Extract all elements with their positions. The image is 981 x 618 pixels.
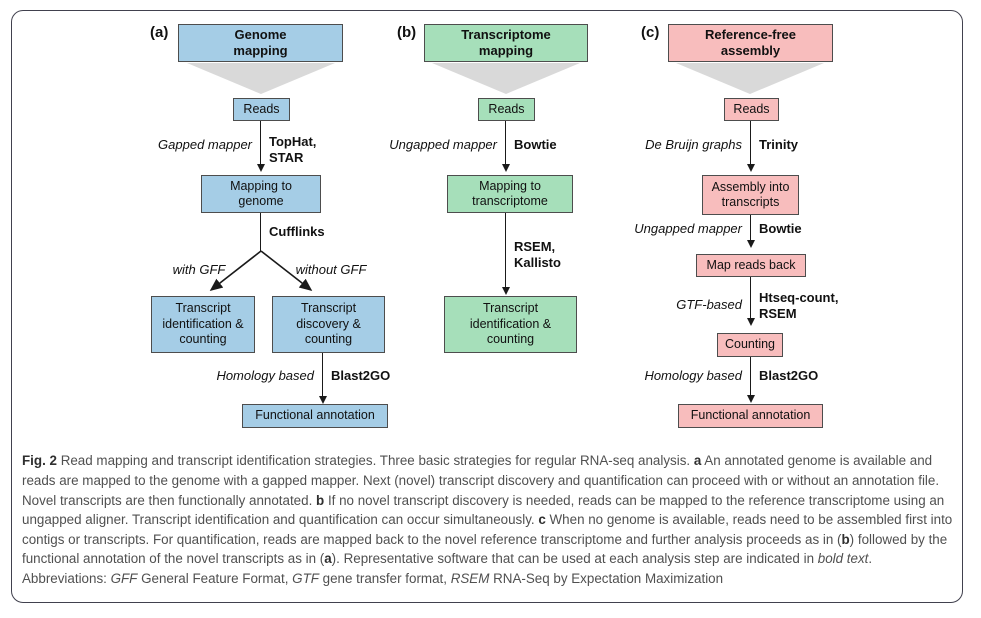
panel-c-mapper-tool: Bowtie xyxy=(759,221,802,236)
panel-a-quant-tool: Cufflinks xyxy=(269,224,325,239)
panel-c-map-back-box: Map reads back xyxy=(696,254,806,277)
caption-fig-label: Fig. 2 xyxy=(22,453,57,469)
panel-a-reads-box: Reads xyxy=(233,98,290,121)
caption-run: If no novel transcript discovery is need… xyxy=(22,492,945,528)
panel-a-functional-box: Functional annotation xyxy=(242,404,388,428)
down-arrow xyxy=(747,215,756,248)
caption-panel-ref: b xyxy=(316,492,325,508)
figure-caption: Fig. 2 Read mapping and transcript ident… xyxy=(22,451,958,588)
panel-a-branch-left-label: with GFF xyxy=(172,262,226,277)
panel-c-counting-tools: Htseq-count, RSEM xyxy=(759,290,839,321)
panel-b-quant-tools: RSEM, Kallisto xyxy=(514,239,561,270)
panel-c-reads-box: Reads xyxy=(724,98,779,121)
panel-b-mapping-box: Mapping to transcriptome xyxy=(447,175,573,213)
down-arrow xyxy=(747,357,756,403)
panel-c-graphs-tool: Trinity xyxy=(759,137,799,152)
panel-a-annotation-label: Homology based xyxy=(216,368,314,383)
panel-c-functional-box: Functional annotation xyxy=(678,404,823,428)
down-arrow xyxy=(257,121,266,172)
caption-run: When no genome is available, reads need … xyxy=(22,512,953,547)
panel-a-mapping-box: Mapping to genome xyxy=(201,175,321,213)
panel-a-mapper-tools: TopHat, STAR xyxy=(269,134,317,165)
caption-italic-run: bold text xyxy=(817,551,869,567)
panel-c-assembly-box: Assembly into transcripts xyxy=(702,175,799,215)
panel-b-reads-box: Reads xyxy=(478,98,535,121)
caption-run: . Abbreviations: xyxy=(22,551,873,586)
caption-abbrev: GFF xyxy=(110,570,138,586)
caption-run: ) followed by the functional annotation … xyxy=(22,531,948,567)
panel-b-header-box: Transcriptome mapping xyxy=(424,24,588,62)
caption-panel-ref: c xyxy=(538,512,546,528)
panel-b-label: (b) xyxy=(397,24,417,41)
panel-c-header-box: Reference-free assembly xyxy=(668,24,833,62)
panel-c-counting-label: GTF-based xyxy=(676,297,742,312)
caption-abbrev: RSEM xyxy=(450,570,490,586)
panel-b-mapper-tool: Bowtie xyxy=(514,137,557,152)
panel-b-mapper-label: Ungapped mapper xyxy=(389,137,497,152)
panel-a-discovery-box: Transcript discovery & counting xyxy=(272,296,385,353)
branch-arrows xyxy=(209,250,313,291)
panel-c-label: (c) xyxy=(641,24,660,41)
caption-run: ). Representative software that can be u… xyxy=(331,551,818,567)
down-arrow xyxy=(502,121,511,172)
panel-a-label: (a) xyxy=(150,24,169,41)
down-arrow xyxy=(747,121,756,172)
caption-panel-ref: b xyxy=(841,531,850,547)
caption-run: gene transfer format, xyxy=(318,570,451,586)
panel-a-branch-right-label: without GFF xyxy=(295,262,367,277)
connector-line xyxy=(260,213,261,251)
panel-c-mapper-label: Ungapped mapper xyxy=(634,221,742,236)
down-arrow xyxy=(747,277,756,326)
caption-panel-ref: a xyxy=(324,551,332,567)
caption-run: An annotated genome is available and rea… xyxy=(22,453,940,508)
down-arrow xyxy=(502,213,511,295)
caption-run: RNA-Seq by Expectation Maximization xyxy=(489,570,724,586)
panel-a-identification-box: Transcript identification & counting xyxy=(151,296,255,353)
down-arrow xyxy=(319,353,328,404)
caption-abbrev: GTF xyxy=(292,570,319,586)
panel-a-mapper-label: Gapped mapper xyxy=(158,137,252,152)
panel-a-header-box: Genome mapping xyxy=(178,24,343,62)
panel-c-annotation-label: Homology based xyxy=(644,368,742,383)
panel-c-annotation-tool: Blast2GO xyxy=(759,368,819,383)
caption-panel-ref: a xyxy=(693,453,702,469)
panel-c-counting-box: Counting xyxy=(717,333,783,357)
panel-c-graphs-label: De Bruijn graphs xyxy=(645,137,742,152)
caption-run: General Feature Format, xyxy=(137,570,293,586)
panel-b-identification-box: Transcript identification & counting xyxy=(444,296,577,353)
panel-a-annotation-tool: Blast2GO xyxy=(331,368,391,383)
caption-run: Read mapping and transcript identificati… xyxy=(56,453,694,469)
